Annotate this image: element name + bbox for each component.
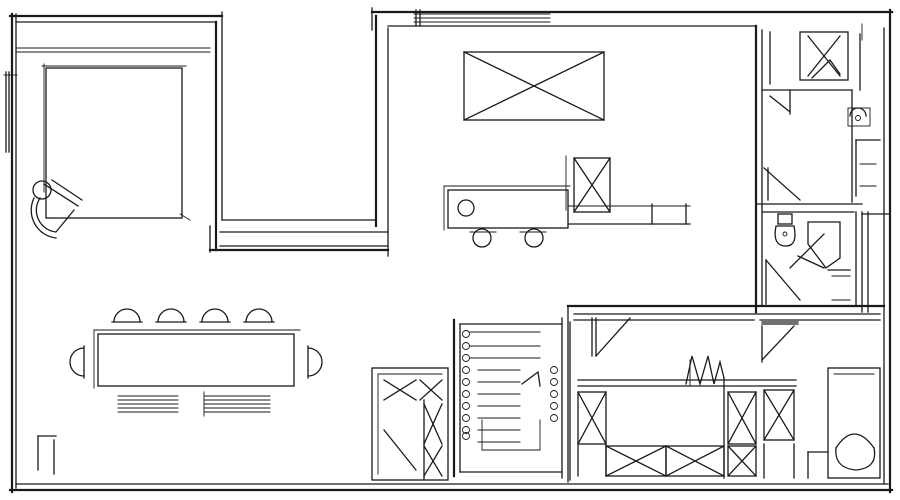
shower-mid: [763, 167, 801, 201]
kitchen-walls: [566, 304, 886, 481]
shower-upper: [769, 31, 849, 85]
stool: [37, 435, 57, 475]
toilet: [774, 213, 796, 247]
dining-chairs: [69, 308, 323, 417]
range-hood: [685, 355, 725, 387]
staircase: [452, 305, 569, 483]
rug: [463, 51, 605, 121]
dining-table: [93, 329, 301, 389]
vanity-1: [855, 139, 881, 197]
kitchen-counter: [577, 377, 797, 479]
sink-1: [847, 107, 871, 127]
closet: [371, 367, 449, 481]
bed: [41, 63, 191, 221]
kitchen-bar: [443, 155, 691, 231]
door-bath-2: [765, 259, 801, 305]
kitchen-door: [591, 317, 799, 363]
bar-stools: [457, 199, 547, 248]
bathroom-walls: [754, 24, 891, 314]
round-chair: [30, 179, 83, 239]
shower-lower: [789, 221, 851, 301]
refrigerator: [807, 367, 881, 479]
exterior-walls: [3, 7, 894, 494]
door-bath-1: [769, 89, 791, 115]
